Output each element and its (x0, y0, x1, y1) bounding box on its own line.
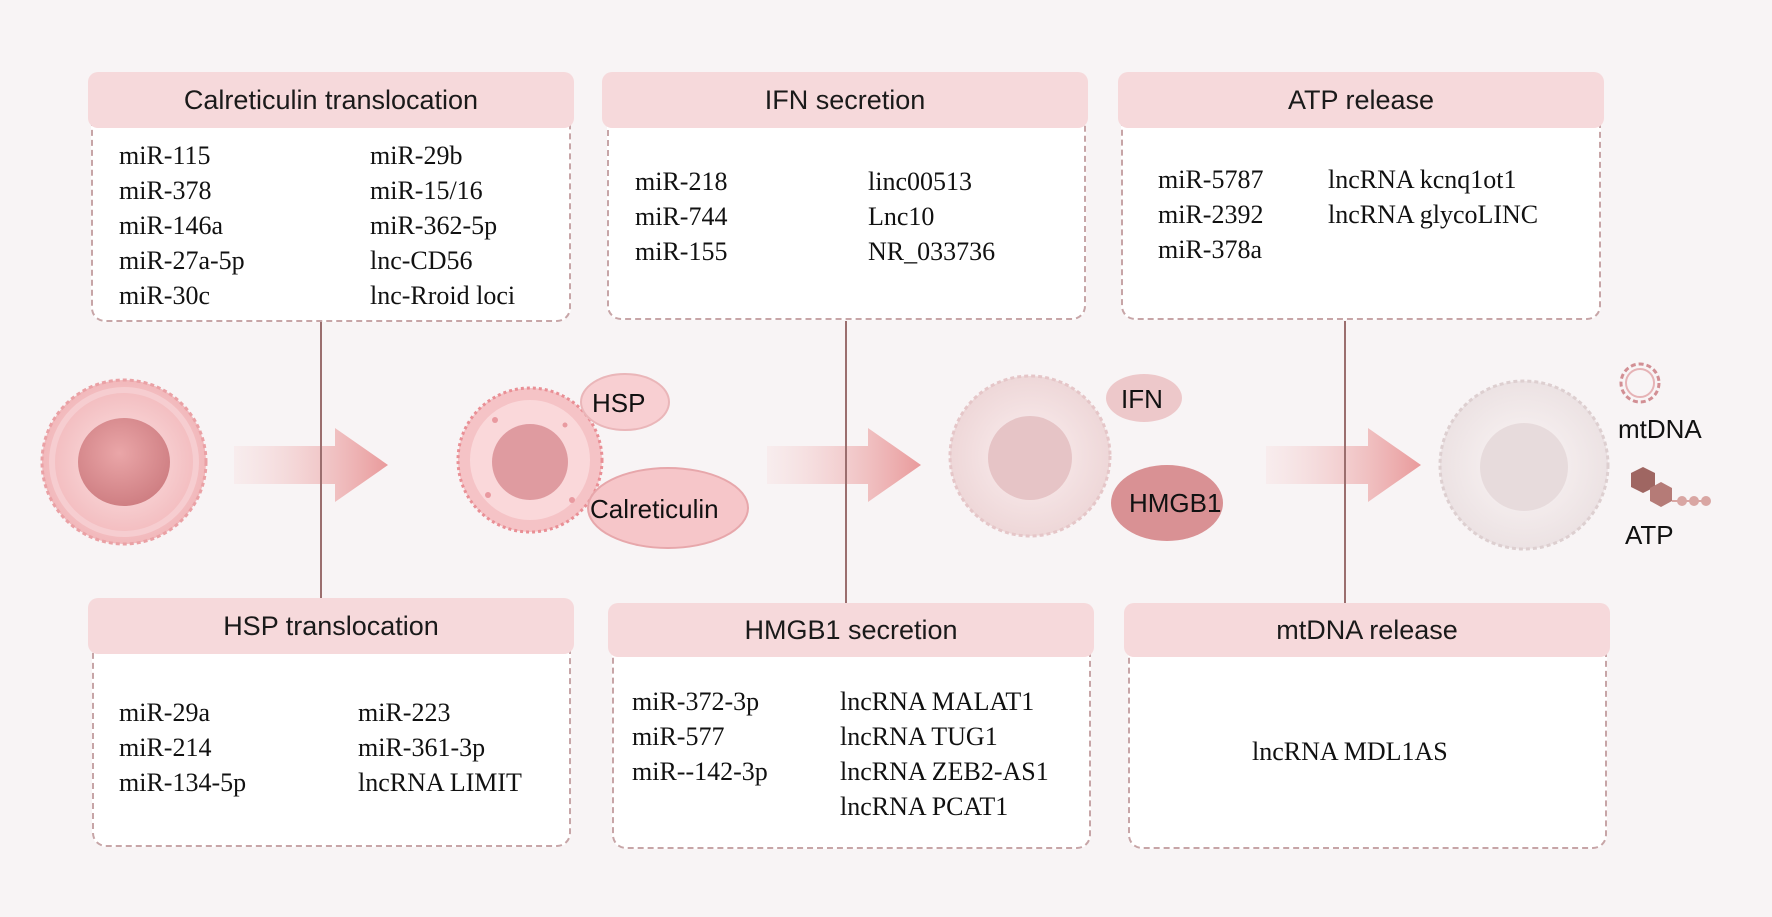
hmgb1-col-2: lncRNA MALAT1 lncRNA TUG1 lncRNA ZEB2-AS… (840, 684, 1049, 824)
list-item: miR-29a (119, 698, 210, 727)
atp-release-box: miR-5787 miR-2392 miR-378a lncRNA kcnq1o… (1121, 102, 1601, 320)
list-item: lncRNA MDL1AS (1252, 737, 1448, 766)
list-item: lncRNA MALAT1 (840, 687, 1035, 716)
list-item: lnc-Rroid loci (370, 281, 516, 310)
calreticulin-protein-icon (587, 467, 749, 549)
hmgb1-secretion-title: HMGB1 secretion (608, 603, 1094, 657)
list-item: lncRNA ZEB2-AS1 (840, 757, 1049, 786)
ifn-protein-icon (1106, 374, 1182, 422)
hsp-translocation-title: HSP translocation (88, 598, 574, 654)
connector-line-atp-mtdna (1344, 321, 1346, 603)
atp-col-1: miR-5787 miR-2392 miR-378a (1158, 162, 1263, 267)
list-item: miR-115 (119, 141, 211, 170)
connector-line-ifn-hmgb1 (845, 321, 847, 603)
hsp-label: HSP (592, 388, 646, 418)
list-item: miR-2392 (1158, 200, 1264, 229)
mtdna-release-box: lncRNA MDL1AS (1128, 630, 1607, 849)
hsp-translocation-box: miR-29a miR-214 miR-134-5p miR-223 miR-3… (92, 625, 571, 847)
list-item: lncRNA kcnq1ot1 (1328, 165, 1517, 194)
hmgb1-protein-icon (1111, 465, 1223, 541)
atp-col-2: lncRNA kcnq1ot1 lncRNA glycoLINC (1328, 162, 1538, 232)
hsp-col-2: miR-223 miR-361-3p lncRNA LIMIT (358, 695, 522, 800)
hsp-col-1: miR-29a miR-214 miR-134-5p (119, 695, 246, 800)
list-item: lnc-CD56 (370, 246, 473, 275)
ifn-label: IFN (1121, 384, 1163, 414)
list-item: miR-223 (358, 698, 451, 727)
mtdna-icon (1619, 362, 1661, 404)
list-item: NR_033736 (868, 237, 996, 266)
list-item: Lnc10 (868, 202, 935, 231)
progression-arrow-3 (1266, 428, 1421, 502)
list-item: miR-5787 (1158, 165, 1264, 194)
list-item: miR-146a (119, 211, 223, 240)
list-item: linc00513 (868, 167, 972, 196)
progression-arrow-2 (767, 428, 921, 502)
calreticulin-col-1: miR-115 miR-378 miR-146a miR-27a-5p miR-… (119, 138, 245, 313)
list-item: lncRNA glycoLINC (1328, 200, 1539, 229)
list-item: miR-378a (1158, 235, 1262, 264)
dying-cell-icon (948, 374, 1112, 538)
dead-cell-icon (1438, 379, 1610, 551)
list-item: miR-744 (635, 202, 728, 231)
list-item: miR-29b (370, 141, 463, 170)
list-item: miR-15/16 (370, 176, 483, 205)
list-item: miR-218 (635, 167, 728, 196)
hmgb1-label: HMGB1 (1129, 488, 1222, 518)
list-item: miR-30c (119, 281, 210, 310)
atp-molecule-icon (1631, 467, 1711, 507)
ifn-secretion-box: miR-218 miR-744 miR-155 linc00513 Lnc10 … (607, 102, 1086, 320)
list-item: lncRNA LIMIT (358, 768, 522, 797)
hmgb1-secretion-box: miR-372-3p miR-577 miR--142-3p lncRNA MA… (612, 630, 1091, 849)
list-item: miR-214 (119, 733, 212, 762)
hmgb1-col-1: miR-372-3p miR-577 miR--142-3p (632, 684, 768, 789)
hsp-protein-icon (580, 373, 670, 431)
atp-label: ATP (1625, 520, 1674, 550)
healthy-cell-icon (40, 378, 208, 546)
list-item: miR-378 (119, 176, 212, 205)
list-item: miR-361-3p (358, 733, 486, 762)
list-item: miR-362-5p (370, 211, 498, 240)
list-item: miR-155 (635, 237, 728, 266)
connector-line-calreticulin-hsp (320, 321, 322, 598)
calreticulin-translocation-box: miR-115 miR-378 miR-146a miR-27a-5p miR-… (91, 102, 571, 322)
list-item: lncRNA PCAT1 (840, 792, 1009, 821)
calreticulin-label: Calreticulin (590, 494, 719, 524)
ifn-col-2: linc00513 Lnc10 NR_033736 (868, 164, 995, 269)
calreticulin-translocation-title: Calreticulin translocation (88, 72, 574, 128)
stressed-cell-icon (456, 386, 604, 534)
mtdna-label: mtDNA (1618, 414, 1702, 444)
list-item: miR-134-5p (119, 768, 247, 797)
atp-release-title: ATP release (1118, 72, 1604, 128)
progression-arrow-1 (234, 428, 388, 502)
list-item: miR-372-3p (632, 687, 760, 716)
list-item: lncRNA TUG1 (840, 722, 998, 751)
list-item: miR-27a-5p (119, 246, 245, 275)
ifn-col-1: miR-218 miR-744 miR-155 (635, 164, 727, 269)
list-item: miR--142-3p (632, 757, 768, 786)
calreticulin-col-2: miR-29b miR-15/16 miR-362-5p lnc-CD56 ln… (370, 138, 515, 313)
list-item: miR-577 (632, 722, 725, 751)
ifn-secretion-title: IFN secretion (602, 72, 1088, 128)
mtdna-col-1: lncRNA MDL1AS (1252, 734, 1448, 769)
mtdna-release-title: mtDNA release (1124, 603, 1610, 657)
